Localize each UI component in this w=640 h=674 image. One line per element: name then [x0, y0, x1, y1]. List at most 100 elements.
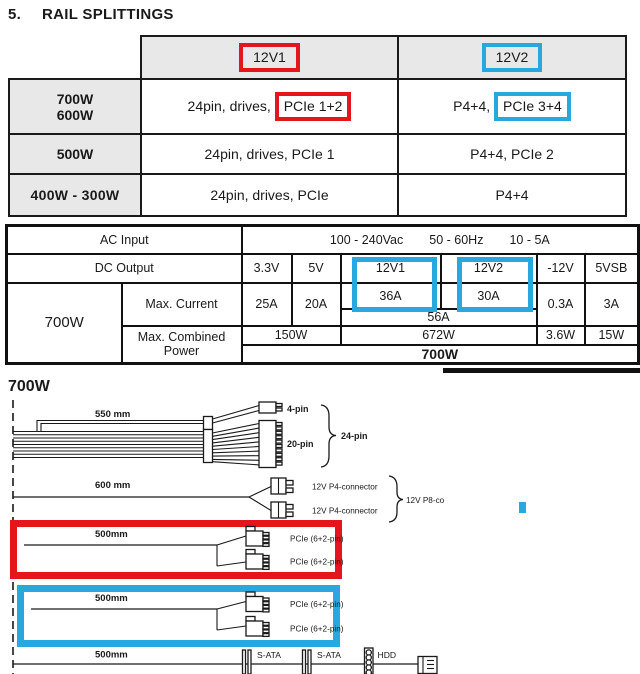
current-12v1: 36A — [339, 281, 442, 310]
24pin-label: 24-pin — [341, 431, 368, 441]
wattage-cell: 500W — [8, 133, 142, 175]
rail1-cell: 24pin, drives, PCIe 1+2 — [140, 78, 399, 135]
rail2-blue-box — [17, 585, 340, 647]
sata-cable-group: 500mm S-ATA S-ATA HDD — [13, 647, 438, 674]
sata1-label: S-ATA — [257, 650, 281, 660]
rail1-text: 24pin, drives, — [187, 98, 271, 115]
section-number: 5. — [8, 6, 22, 23]
p4-connector — [270, 477, 294, 495]
total-power: 700W — [240, 343, 640, 365]
col-5v: 5V — [290, 252, 342, 284]
power-5vsb: 15W — [583, 324, 640, 346]
table-row: AC Input 100 - 240Vac 50 - 60Hz 10 - 5A — [5, 224, 640, 255]
atx-length-label: 550 mm — [95, 409, 130, 420]
rail-table: 12V1 12V2 700W 600W 24pin, drives, PCIe … — [8, 35, 627, 217]
rail-table-corner — [9, 36, 141, 79]
power-neg12v: 3.6W — [535, 324, 586, 346]
4pin-label: 4-pin — [287, 404, 309, 414]
pcie12-highlight-box: PCIe 1+2 — [274, 92, 352, 121]
current-5vsb: 3A — [583, 281, 640, 327]
eps-length-label: 600 mm — [95, 480, 130, 491]
col-5vsb: 5VSB — [583, 252, 640, 284]
current-3v3: 25A — [240, 281, 293, 327]
brace-24pin — [320, 404, 337, 468]
20pin-label: 20-pin — [287, 439, 314, 449]
highlight-mark — [519, 502, 526, 513]
hdd-molex-connector — [363, 647, 374, 674]
rail2-cell: P4+4 — [397, 173, 627, 217]
ac-input-values: 100 - 240Vac 50 - 60Hz 10 - 5A — [240, 224, 640, 255]
4pin-connector — [258, 401, 283, 414]
power-minor: 150W — [240, 324, 342, 346]
combined-12v-current: 56A — [339, 307, 538, 327]
table-row: Max. Combined Power 150W 672W 3.6W 15W — [7, 324, 640, 365]
ac-current: 10 - 5A — [509, 232, 550, 247]
pcie-connector — [245, 615, 270, 638]
pcie-connector — [245, 548, 270, 571]
sata-length-label: 500mm — [95, 650, 128, 661]
pcie2-length-label: 500mm — [95, 593, 128, 604]
dc-output-label: DC Output — [5, 252, 243, 284]
sata-connector — [301, 649, 312, 674]
sata-connector — [241, 649, 252, 674]
wattage-cell: 700W 600W — [8, 78, 142, 135]
pcie-rail1-group: 500mm PCIe (6+2-pin) PCIe (6+2-pin) — [10, 520, 344, 579]
atx-24pin-cable: 550 mm 4-pin 20-pin 24-pin — [13, 401, 368, 469]
section-title: RAIL SPLITTINGS — [42, 6, 174, 23]
brace-p8 — [388, 475, 404, 523]
rail2-text: P4+4, — [453, 98, 491, 115]
ac-frequency: 50 - 60Hz — [429, 232, 484, 247]
table-row: 700W Max. Current 25A 20A 36A 30A 0.3A 3… — [5, 281, 640, 365]
floppy-connector — [417, 655, 438, 674]
table-row: 700W 600W 24pin, drives, PCIe 1+2 P4+4, … — [8, 78, 627, 135]
table-row: 56A — [7, 307, 639, 327]
ac-input-label: AC Input — [5, 224, 243, 255]
rail1-cell: 24pin, drives, PCIe — [140, 173, 399, 217]
pcie1-length-label: 500mm — [95, 529, 128, 540]
pcie1-conn2-label: PCIe (6+2-pin) — [290, 558, 344, 567]
page-title: 5. RAIL SPLITTINGS — [8, 6, 174, 23]
table-row: 400W - 300W 24pin, drives, PCIe P4+4 — [8, 173, 627, 217]
rail-header-12v2: 12V2 — [397, 35, 627, 80]
pcie1-conn1-label: PCIe (6+2-pin) — [290, 535, 344, 544]
power-12v: 672W — [339, 324, 538, 346]
hdd-label: HDD — [378, 650, 397, 660]
12v2-highlight-box: 12V2 — [481, 42, 543, 73]
p4-label-2: 12V P4-connector — [312, 507, 378, 516]
rail1-cell: 24pin, drives, PCIe 1 — [140, 133, 399, 175]
cable-diagram: 550 mm 4-pin 20-pin 24-pin — [10, 400, 526, 674]
page-divider — [443, 368, 640, 373]
sata2-label: S-ATA — [317, 650, 341, 660]
current-neg12v: 0.3A — [535, 281, 586, 327]
pcie2-conn1-label: PCIe (6+2-pin) — [290, 600, 344, 609]
eps-p8-cable: 600 mm 12V P4-connector 12V P4-connector… — [13, 475, 445, 523]
watt-line: 600W — [56, 106, 94, 123]
spec-table: AC Input 100 - 240Vac 50 - 60Hz 10 - 5A … — [5, 224, 640, 365]
table-row: 700W — [7, 343, 640, 365]
max-power-label: Max. Combined Power — [120, 324, 243, 365]
pcie34-highlight-box: PCIe 3+4 — [494, 92, 571, 121]
rail-header-12v1: 12V1 — [140, 35, 399, 80]
ac-voltage: 100 - 240Vac — [329, 232, 404, 247]
p8-label: 12V P8-co — [406, 496, 445, 505]
max-current-label: Max. Current — [120, 281, 243, 327]
cable-clip — [202, 415, 214, 431]
12v1-highlight-box: 12V1 — [239, 42, 300, 73]
p4-label-1: 12V P4-connector — [312, 483, 378, 492]
col-12v2: 12V2 — [439, 252, 538, 284]
pcie-connector — [245, 591, 270, 613]
current-12v2: 30A — [439, 281, 538, 310]
diagram-section-label: 700W — [8, 378, 50, 395]
spec-wattage: 700W — [5, 281, 123, 365]
current-5v: 20A — [290, 281, 342, 327]
rail2-cell: P4+4, PCIe 3+4 — [397, 78, 627, 135]
p4-connector — [270, 501, 294, 519]
pcie-rail2-group: 500mm PCIe (6+2-pin) PCIe (6+2-pin) — [17, 585, 344, 647]
table-row: 500W 24pin, drives, PCIe 1 P4+4, PCIe 2 — [8, 133, 627, 175]
col-12v1: 12V1 — [339, 252, 442, 284]
col-3v3: 3.3V — [240, 252, 293, 284]
watt-line: 700W — [56, 90, 94, 107]
rail2-cell: P4+4, PCIe 2 — [397, 133, 627, 175]
cable-clip — [202, 428, 214, 464]
pcie2-conn2-label: PCIe (6+2-pin) — [290, 625, 344, 634]
